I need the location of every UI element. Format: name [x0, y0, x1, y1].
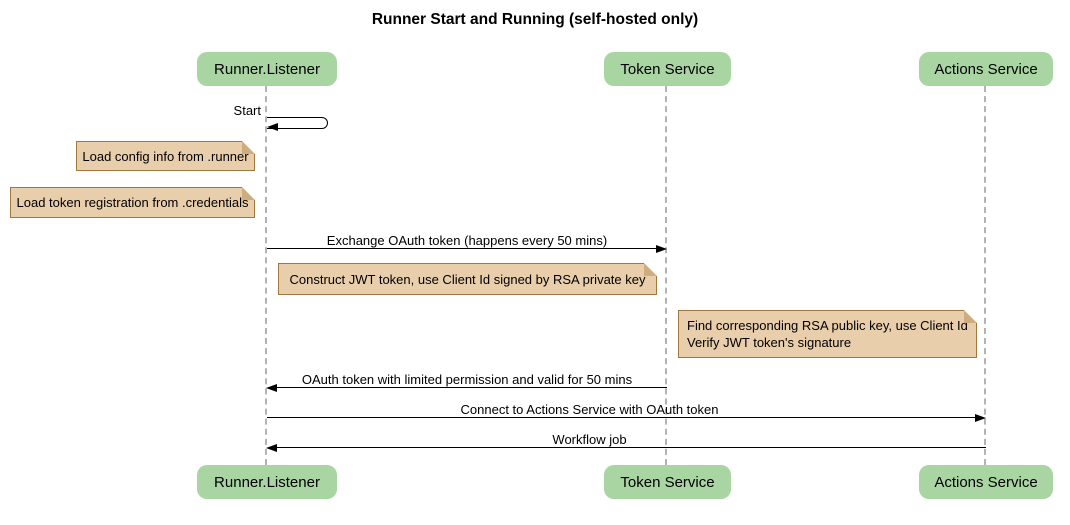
- arrowhead-connect-actions-icon: [975, 413, 986, 422]
- participant-token-service-top: Token Service: [604, 52, 731, 86]
- lifeline-actions-service: [984, 86, 986, 465]
- note-load-token-registration: Load token registration from .credential…: [10, 187, 255, 218]
- participant-actions-service-top: Actions Service: [919, 52, 1053, 86]
- participant-runner-listener-bottom: Runner.Listener: [197, 465, 337, 499]
- message-label-connect-actions: Connect to Actions Service with OAuth to…: [460, 402, 719, 417]
- note-find-rsa-key-line1: Find corresponding RSA public key, use C…: [687, 318, 968, 333]
- participant-actions-service-bottom: Actions Service: [919, 465, 1053, 499]
- arrow-connect-actions: [267, 417, 978, 418]
- note-construct-jwt: Construct JWT token, use Client Id signe…: [278, 263, 657, 295]
- arrowhead-workflow-job-icon: [266, 443, 277, 452]
- note-load-token-registration-text: Load token registration from .credential…: [16, 195, 249, 210]
- lifeline-runner-listener: [265, 86, 267, 465]
- note-load-config: Load config info from .runner: [76, 141, 255, 171]
- participant-runner-listener-top: Runner.Listener: [197, 52, 337, 86]
- message-label-start: Start: [233, 103, 261, 118]
- arrow-oauth-return: [275, 387, 667, 388]
- arrow-workflow-job: [275, 447, 986, 448]
- note-find-rsa-key: Find corresponding RSA public key, use C…: [678, 310, 977, 358]
- message-label-workflow-job: Workflow job: [552, 432, 627, 447]
- self-message-loop-start: [267, 117, 328, 129]
- lifeline-token-service: [665, 86, 667, 465]
- arrowhead-oauth-return-icon: [266, 383, 277, 392]
- note-load-config-text: Load config info from .runner: [82, 148, 249, 164]
- note-find-rsa-key-line2: Verify JWT token's signature: [687, 335, 852, 350]
- arrowhead-start-icon: [267, 122, 278, 131]
- arrowhead-exchange-oauth-icon: [656, 244, 667, 253]
- message-label-oauth-return: OAuth token with limited permission and …: [301, 372, 633, 387]
- diagram-title: Runner Start and Running (self-hosted on…: [371, 11, 699, 28]
- message-label-exchange-oauth: Exchange OAuth token (happens every 50 m…: [326, 233, 608, 248]
- arrow-exchange-oauth: [267, 248, 659, 249]
- note-construct-jwt-text: Construct JWT token, use Client Id signe…: [289, 271, 646, 287]
- participant-token-service-bottom: Token Service: [604, 465, 731, 499]
